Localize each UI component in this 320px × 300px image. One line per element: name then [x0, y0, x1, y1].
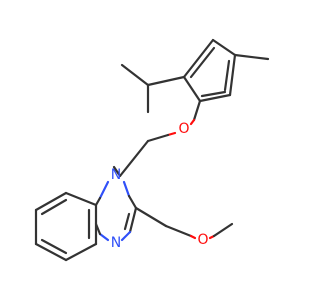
bond — [112, 165, 122, 178]
molecule-canvas: O O N N — [34, 38, 270, 262]
bond — [40, 198, 68, 216]
bond — [182, 75, 202, 103]
bond — [64, 242, 98, 262]
bond — [34, 191, 68, 212]
ring-nitrogen-1-label: N — [111, 167, 121, 183]
bond — [189, 234, 197, 240]
molecule-structure: O O N N — [34, 38, 270, 262]
ring-nitrogen-3-label: N — [111, 235, 121, 251]
methoxy-oxygen-label: O — [197, 232, 208, 248]
bond — [223, 59, 231, 92]
bond — [189, 118, 196, 126]
bond — [146, 133, 170, 143]
benzene-ring — [34, 191, 98, 262]
bond — [64, 191, 98, 207]
bond — [123, 212, 131, 231]
aryl-ether-oxygen-label: O — [178, 121, 189, 137]
bond — [212, 222, 234, 238]
bond — [94, 196, 102, 207]
bond — [118, 139, 150, 178]
aryl-ring — [182, 38, 237, 103]
bond — [198, 93, 232, 103]
bond — [120, 230, 132, 242]
bond — [192, 99, 202, 122]
bond — [98, 180, 110, 200]
bond — [182, 38, 215, 79]
bond — [211, 38, 237, 57]
bond — [127, 194, 138, 210]
bond — [134, 206, 168, 228]
bond — [40, 238, 68, 255]
bond — [128, 206, 138, 234]
bond — [166, 131, 177, 137]
bond — [120, 63, 150, 87]
bond — [164, 224, 193, 238]
bond — [200, 90, 227, 98]
bond — [122, 180, 131, 198]
methyl-bond — [233, 53, 270, 61]
imidazole-ring — [94, 180, 138, 242]
bond — [98, 232, 110, 242]
bond — [146, 75, 186, 87]
bond — [189, 46, 216, 79]
isopropyl-group — [120, 63, 186, 114]
bond — [228, 53, 237, 97]
bond — [34, 242, 68, 262]
